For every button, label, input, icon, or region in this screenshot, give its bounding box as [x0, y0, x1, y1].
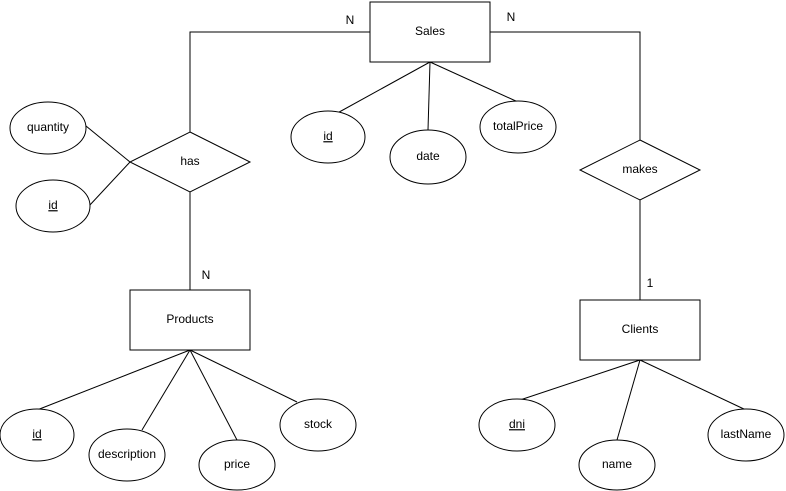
attribute-sales-id-label: id — [323, 129, 332, 143]
line-has-id — [88, 161, 131, 207]
line-products-description — [141, 349, 191, 431]
line-sales-totalprice — [429, 61, 519, 103]
line-clients-name — [616, 359, 641, 441]
attribute-sales-id[interactable]: id — [290, 110, 366, 164]
attribute-sales-date[interactable]: date — [389, 129, 467, 185]
connectors — [36, 31, 747, 441]
cardinality-sales-has: N — [346, 13, 355, 27]
attribute-has-quantity-label: quantity — [27, 120, 69, 134]
attribute-has-id[interactable]: id — [15, 179, 91, 233]
attribute-products-id[interactable]: id — [0, 408, 75, 462]
entity-sales[interactable]: Sales — [369, 1, 491, 63]
line-sales-has — [189, 31, 370, 132]
attribute-products-id-label: id — [32, 427, 41, 441]
attribute-products-description-label: description — [98, 447, 156, 461]
attribute-sales-totalprice-label: totalPrice — [493, 119, 543, 133]
attribute-has-id-label: id — [48, 198, 57, 212]
attribute-products-stock[interactable]: stock — [279, 398, 357, 452]
attribute-clients-lastname-label: lastName — [721, 427, 772, 441]
entity-products[interactable]: Products — [129, 289, 251, 351]
attribute-clients-name[interactable]: name — [578, 439, 656, 491]
entity-sales-label: Sales — [415, 24, 445, 38]
entity-clients-label: Clients — [622, 322, 659, 336]
attribute-has-quantity[interactable]: quantity — [9, 101, 87, 155]
attribute-products-stock-label: stock — [304, 417, 333, 431]
attribute-products-price[interactable]: price — [198, 439, 276, 491]
relationship-makes[interactable]: makes — [578, 139, 702, 201]
attribute-sales-date-label: date — [416, 149, 440, 163]
cardinality-has-products: N — [202, 268, 211, 282]
relationship-has-label: has — [180, 154, 199, 168]
line-has-quantity — [85, 125, 131, 163]
cardinality-sales-makes: N — [507, 10, 516, 24]
attribute-sales-totalprice[interactable]: totalPrice — [479, 100, 557, 154]
attribute-products-description[interactable]: description — [88, 428, 166, 482]
line-products-id — [36, 349, 191, 411]
attribute-clients-name-label: name — [602, 457, 632, 471]
line-sales-id — [331, 61, 431, 117]
relationship-makes-label: makes — [622, 162, 657, 176]
entity-products-label: Products — [166, 312, 213, 326]
line-sales-makes — [490, 31, 641, 140]
entity-clients[interactable]: Clients — [579, 299, 701, 361]
line-products-stock — [189, 349, 298, 403]
line-sales-date — [427, 61, 431, 131]
attribute-clients-dni-label: dni — [509, 417, 525, 431]
cardinality-makes-clients: 1 — [647, 276, 654, 290]
attribute-products-price-label: price — [224, 457, 250, 471]
line-clients-lastname — [639, 359, 747, 411]
line-products-price — [189, 349, 238, 441]
attribute-clients-lastname[interactable]: lastName — [707, 408, 785, 462]
line-clients-dni — [516, 359, 641, 402]
attribute-clients-dni[interactable]: dni — [478, 398, 556, 452]
relationship-has[interactable]: has — [128, 131, 252, 193]
